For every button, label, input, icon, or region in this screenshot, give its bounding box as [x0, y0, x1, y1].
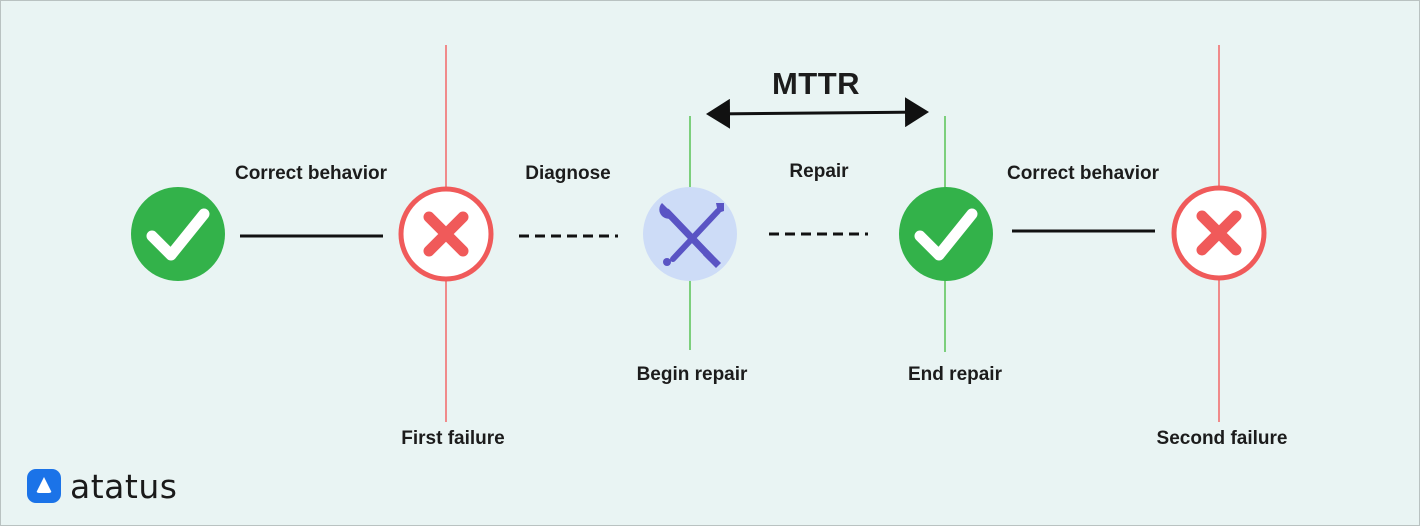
begin-repair-label: Begin repair: [636, 364, 748, 385]
failure-x-icon: [1171, 185, 1267, 281]
failure-x-icon: [398, 186, 494, 282]
mttr-title: MTTR: [771, 66, 861, 101]
brand-name: atatus: [70, 466, 178, 506]
atatus-logo-icon: [27, 469, 61, 503]
repair-label: Repair: [789, 161, 849, 182]
check-icon: [131, 187, 225, 281]
first-failure-label: First failure: [401, 428, 505, 449]
diagnose-label: Diagnose: [525, 163, 611, 184]
atatus-logo: atatus: [27, 466, 177, 506]
wrench-screwdriver-icon: [643, 187, 737, 281]
second-failure-label: Second failure: [1156, 428, 1288, 449]
correct-behavior-label: Correct behavior: [234, 163, 388, 184]
end-repair-label: End repair: [908, 364, 1002, 385]
mttr-arrow: [706, 97, 929, 129]
check-icon: [899, 187, 993, 281]
correct-behavior-label: Correct behavior: [1006, 163, 1160, 184]
